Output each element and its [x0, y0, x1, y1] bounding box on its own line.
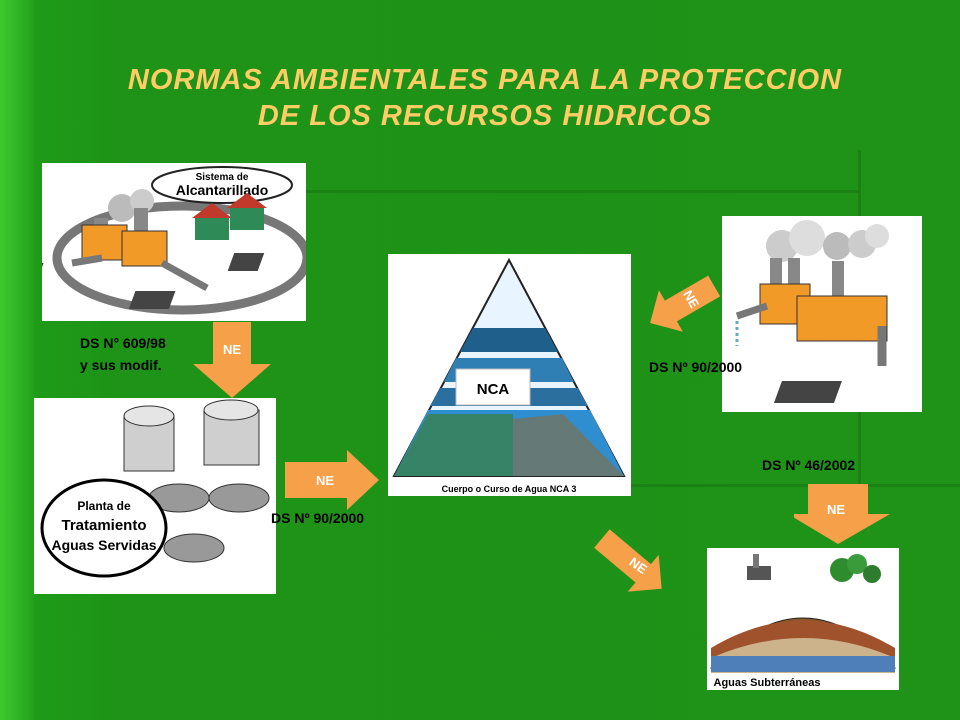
arrow-right-mid: NE — [285, 450, 379, 510]
page-title: NORMAS AMBIENTALES PARA LA PROTECCION DE… — [40, 62, 930, 134]
groundwater-caption: Aguas Subterráneas — [714, 677, 821, 689]
sewer-caption-line1: Sistema de — [196, 172, 249, 183]
arrow-down-left: NE — [193, 322, 271, 398]
sewer-caption-line2: Alcantarillado — [176, 182, 269, 198]
plant-caption-line2: Tratamiento — [61, 517, 146, 534]
treatment-plant-image: Planta de Tratamiento Aguas Servidas — [34, 398, 276, 594]
ds609-line2: y sus modif. — [80, 357, 162, 373]
ds46-label: DS Nº 46/2002 — [762, 457, 856, 473]
arrow-down-left-label: NE — [223, 342, 241, 357]
plant-caption-line1: Planta de — [77, 499, 131, 513]
decor-line — [630, 484, 960, 487]
sewer-system-image: Sistema de Alcantarillado — [42, 163, 306, 321]
ds609-label: DS N° 609/98 y sus modif. — [80, 332, 166, 376]
ds609-line1: DS N° 609/98 — [80, 335, 166, 351]
arrow-diag-top: NE — [650, 275, 721, 332]
arrow-down-right-label: NE — [827, 502, 845, 517]
left-accent-band — [0, 0, 34, 720]
ds90-right-label: DS Nº 90/2000 — [649, 359, 743, 375]
plant-caption-line3: Aguas Servidas — [51, 537, 156, 553]
pyramid-caption: Cuerpo o Curso de Agua NCA 3 — [442, 484, 577, 494]
factory-image — [722, 216, 922, 412]
decor-line — [300, 190, 860, 193]
groundwater-image: Aguas Subterráneas — [707, 548, 899, 690]
nca-label: NCA — [477, 381, 510, 398]
arrow-right-mid-label: NE — [316, 473, 334, 488]
nca-pyramid-image: NCA Cuerpo o Curso de Agua NCA 3 — [388, 254, 631, 496]
ds90-bottom-label: DS Nº 90/2000 — [271, 510, 365, 526]
arrow-down-right: NE — [794, 484, 890, 544]
title-line-2: DE LOS RECURSOS HIDRICOS — [257, 100, 713, 132]
arrow-diag-bottom: NE — [594, 529, 662, 592]
title-line-1: NORMAS AMBIENTALES PARA LA PROTECCION — [127, 64, 843, 96]
